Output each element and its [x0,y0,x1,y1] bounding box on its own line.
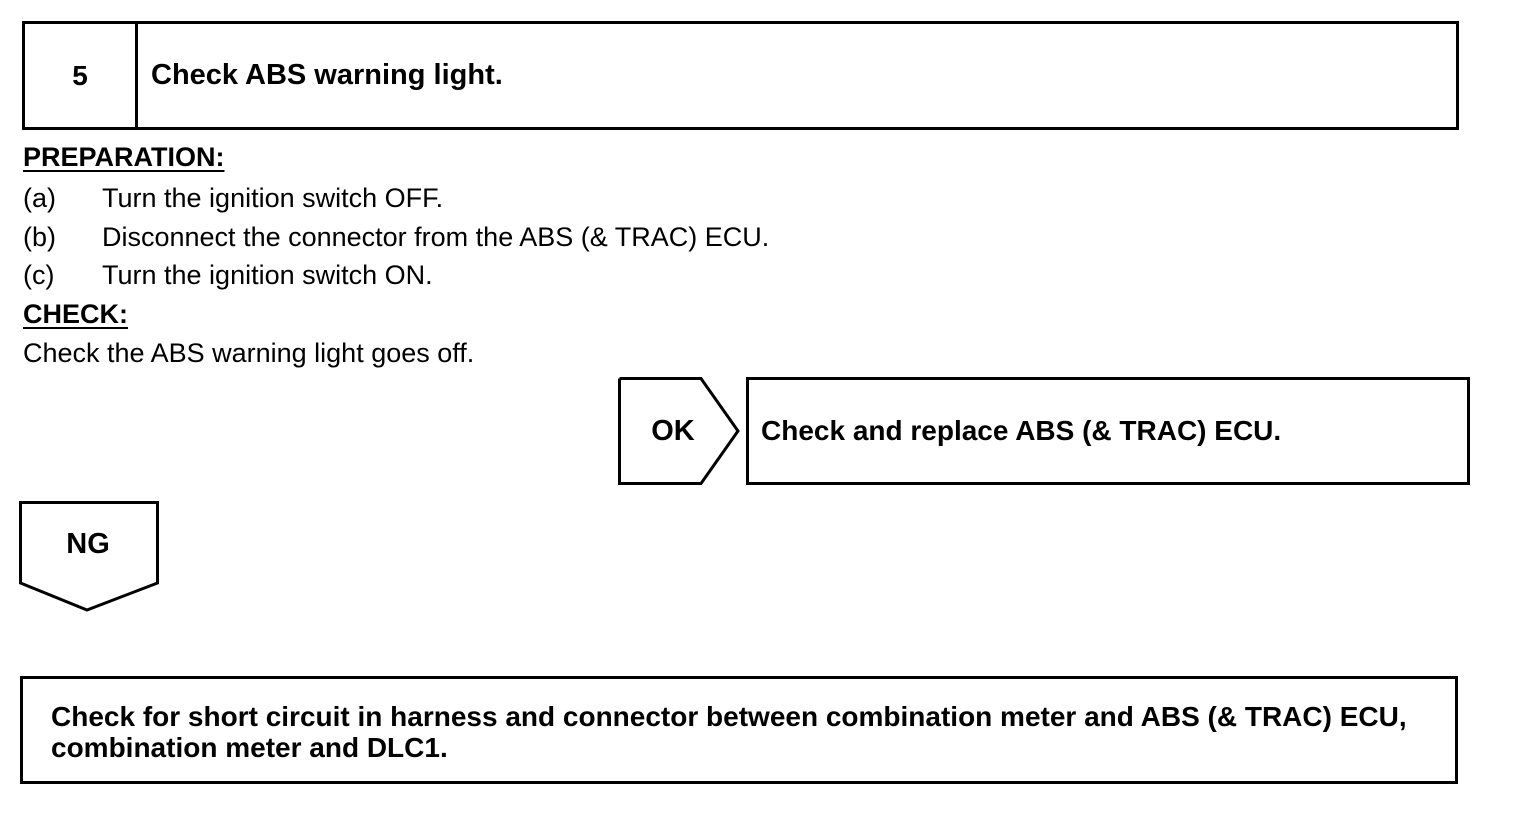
prep-item-text: Disconnect the connector from the ABS (&… [102,222,770,252]
ok-arrow-shape [618,377,740,485]
next-step-box: Check for short circuit in harness and c… [20,676,1458,784]
step-number: 5 [25,24,138,127]
prep-item-text: Turn the ignition switch ON. [102,260,433,290]
check-text: Check the ABS warning light goes off. [23,338,475,368]
step-header-box: 5 Check ABS warning light. [22,21,1459,130]
ng-label: NG [66,527,110,560]
next-step-text: Check for short circuit in harness and c… [51,701,1407,763]
ok-label: OK [651,414,695,447]
prep-item-text: Turn the ignition switch OFF. [102,183,444,213]
prep-item-letter: (c) [23,260,55,290]
prep-item-letter: (b) [23,222,56,252]
prep-item-letter: (a) [23,183,56,213]
ng-arrow-shape [19,501,159,612]
check-heading: CHECK: [23,299,128,329]
ok-result-box: Check and replace ABS (& TRAC) ECU. [746,377,1470,485]
preparation-heading: PREPARATION: [23,142,225,172]
step-title: Check ABS warning light. [151,59,503,91]
